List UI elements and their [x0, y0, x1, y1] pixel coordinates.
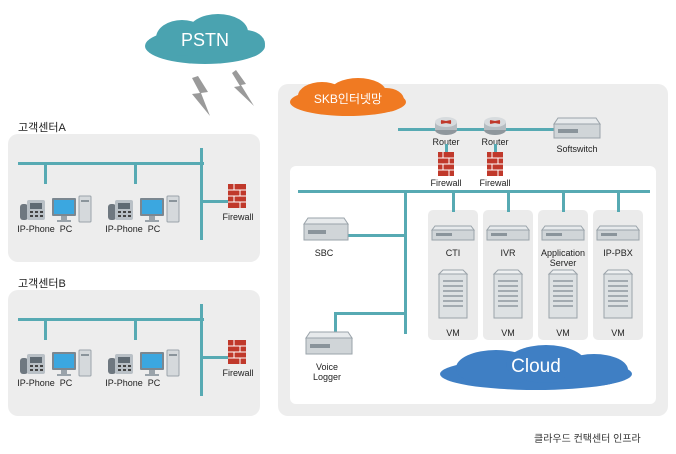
firewall-label: Firewall	[222, 212, 254, 222]
device-label: IP-Phone	[17, 224, 55, 234]
device-label: IP-Phone	[105, 378, 143, 388]
pc-icon	[52, 195, 92, 223]
vm-label: VM	[611, 328, 625, 338]
center-a-panel: IP-Phone PC IP-Phone PC Firewall	[8, 134, 260, 262]
lightning-icon	[232, 70, 254, 106]
server-label: Application Server	[540, 248, 586, 268]
drop	[562, 190, 565, 212]
vm-label: VM	[501, 328, 515, 338]
cloud-lan	[298, 190, 650, 193]
vm-tower-icon	[547, 269, 579, 319]
device-label: PC	[59, 378, 73, 388]
server-label: IP-PBX	[603, 248, 633, 258]
center-b-title: 고객센터B	[18, 278, 66, 290]
voice-logger-label: Voice Logger	[312, 362, 342, 382]
center-a-lan	[18, 162, 204, 165]
cloud-backbone	[404, 190, 407, 334]
firewall-icon	[228, 184, 246, 208]
server-label: CTI	[445, 248, 461, 258]
device-label: PC	[59, 224, 73, 234]
drop	[44, 318, 47, 340]
firewall-label: Firewall	[479, 178, 511, 188]
device-label: PC	[147, 378, 161, 388]
voice-logger-icon	[305, 331, 353, 355]
firewall-label: Firewall	[430, 178, 462, 188]
pstn-label: PSTN	[180, 30, 229, 50]
vm-label: VM	[556, 328, 570, 338]
device-label: IP-Phone	[105, 224, 143, 234]
softswitch-icon	[553, 117, 601, 139]
pc-icon	[140, 195, 180, 223]
router-icon	[484, 117, 506, 135]
pc-icon	[140, 349, 180, 377]
link	[336, 234, 406, 237]
vm-tower-icon	[492, 269, 524, 319]
link	[334, 312, 406, 315]
server-icon	[431, 225, 475, 241]
vm-tower-icon	[602, 269, 634, 319]
ip-phone-icon	[20, 200, 45, 220]
link	[445, 144, 448, 152]
router-label: Router	[481, 137, 509, 147]
pstn-cloud: PSTN	[140, 12, 270, 68]
sbc-icon	[303, 217, 349, 241]
lightning-icon	[192, 76, 210, 116]
ip-phone-icon	[108, 200, 133, 220]
firewall-label: Firewall	[222, 368, 254, 378]
drop	[507, 190, 510, 212]
firewall-icon	[487, 152, 503, 176]
firewall-icon	[228, 340, 246, 364]
link	[494, 144, 497, 152]
server-icon	[541, 225, 585, 241]
server-label: IVR	[500, 248, 516, 258]
center-a-title: 고객센터A	[18, 122, 66, 134]
drop	[134, 162, 137, 184]
skb-cloud-shape	[290, 78, 406, 116]
router-icon	[435, 117, 457, 135]
pstn-cloud-shape	[145, 14, 265, 64]
softswitch-label: Softswitch	[556, 144, 598, 154]
center-b-lan	[18, 318, 204, 321]
server-icon	[596, 225, 640, 241]
cloud-label: Cloud	[511, 356, 561, 377]
center-a-backbone	[200, 148, 203, 240]
drop	[44, 162, 47, 184]
drop	[617, 190, 620, 212]
router-label: Router	[432, 137, 460, 147]
vm-tower-icon	[437, 269, 469, 319]
sbc-label: SBC	[314, 248, 334, 258]
link	[334, 312, 337, 334]
center-b-panel: IP-Phone PC IP-Phone PC Firewall	[8, 290, 260, 416]
server-icon	[486, 225, 530, 241]
cloud-shape: Cloud	[436, 344, 636, 392]
ip-phone-icon	[20, 354, 45, 374]
drop	[134, 318, 137, 340]
skb-cloud: SKB인터넷망	[286, 76, 410, 118]
diagram-caption: 클라우드 컨택센터 인프라	[534, 434, 641, 445]
vm-label: VM	[446, 328, 460, 338]
firewall-icon	[438, 152, 454, 176]
ip-phone-icon	[108, 354, 133, 374]
center-a-fw-link	[200, 200, 230, 203]
pc-icon	[52, 349, 92, 377]
skb-backbone	[398, 128, 554, 131]
device-label: IP-Phone	[17, 378, 55, 388]
cloud-shape-svg	[440, 345, 632, 390]
center-b-fw-link	[200, 356, 230, 359]
skb-label: SKB인터넷망	[313, 92, 383, 106]
center-b-backbone	[200, 304, 203, 396]
device-label: PC	[147, 224, 161, 234]
drop	[452, 190, 455, 212]
